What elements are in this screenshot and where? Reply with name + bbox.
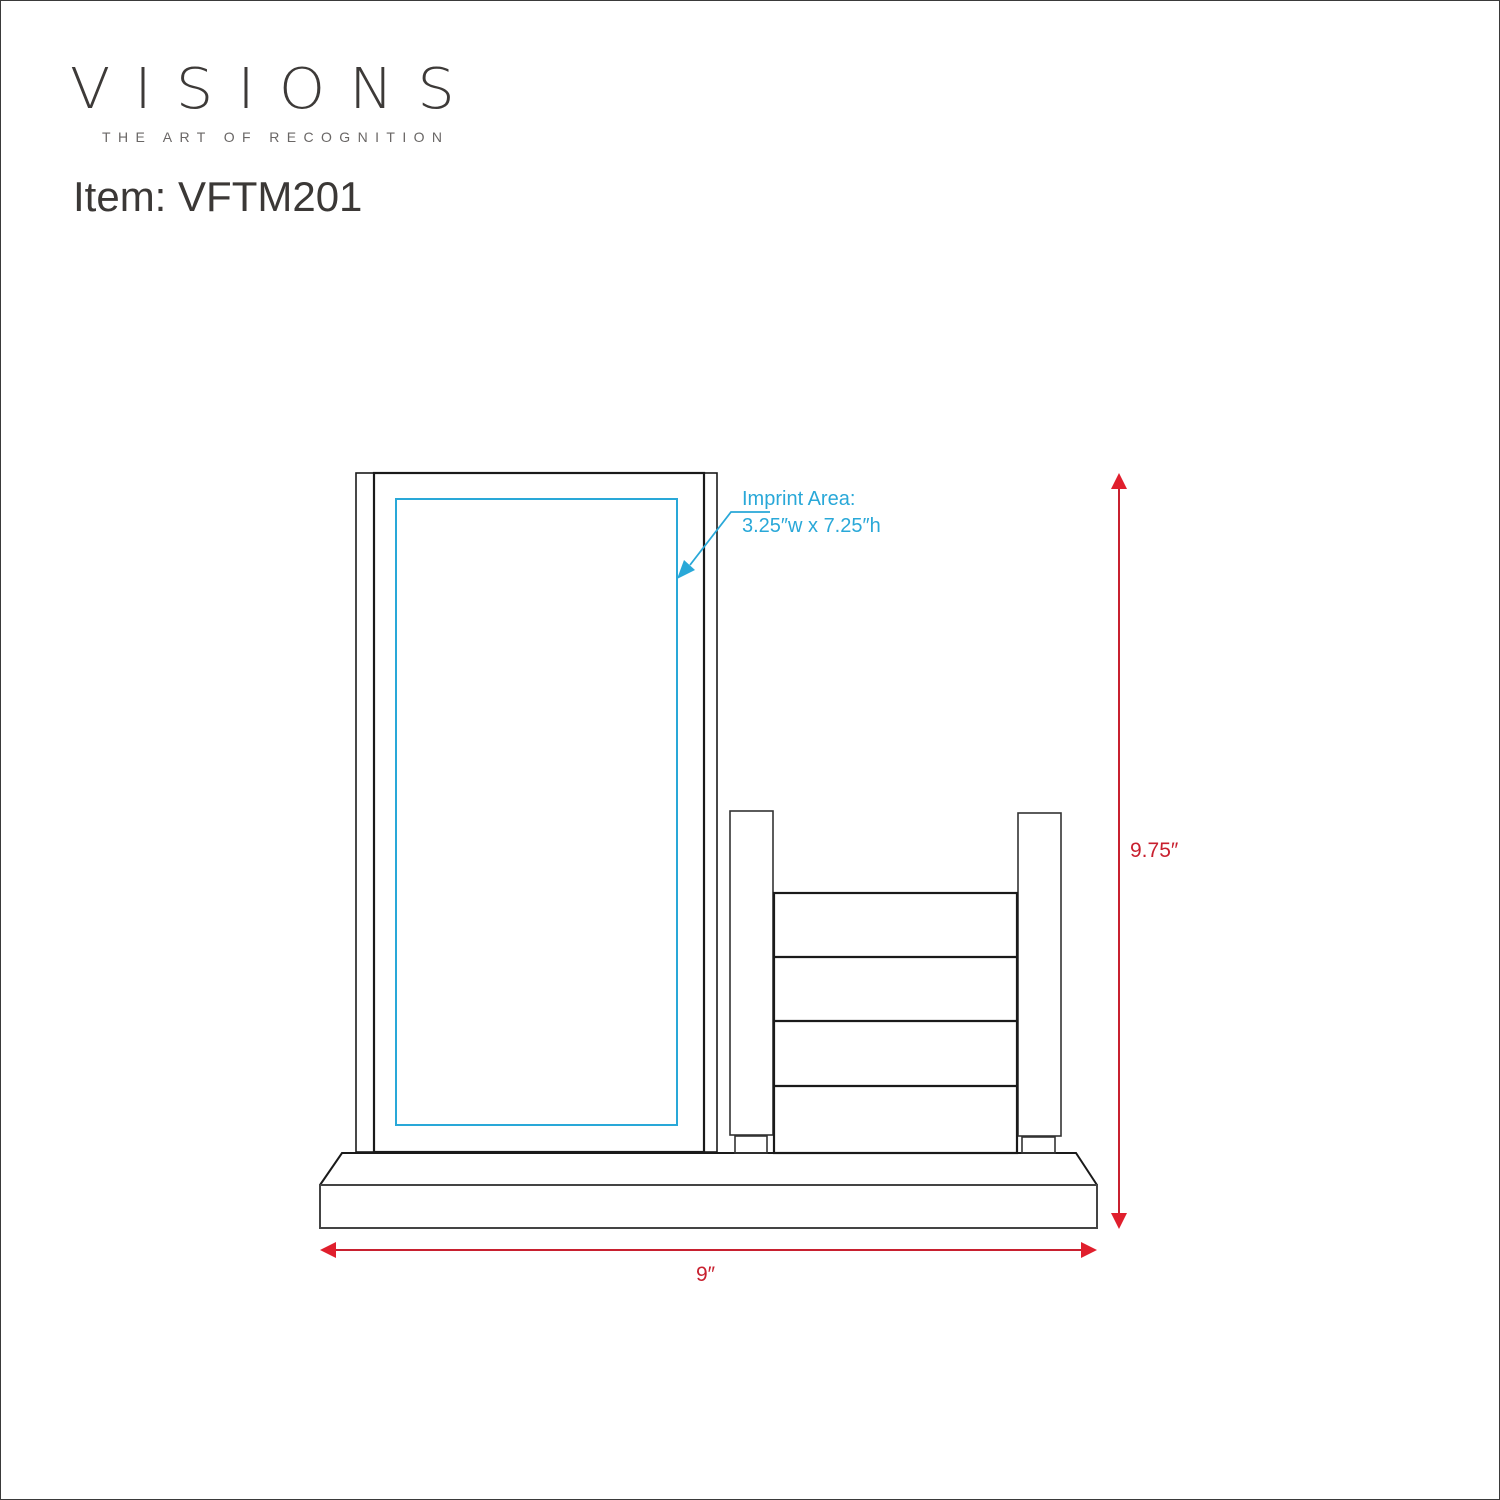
brand-logo: VISIONS — [70, 57, 479, 122]
arrow-up-icon — [1111, 473, 1127, 489]
card-stack — [772, 891, 1019, 1155]
imprint-area-label: Imprint Area: 3.25″w x 7.25″h — [742, 486, 881, 540]
frame — [355, 471, 718, 1154]
brand-tagline: THE ART OF RECOGNITION — [102, 129, 450, 145]
arrow-right-icon — [1081, 1242, 1097, 1258]
imprint-area — [395, 498, 770, 1126]
base — [319, 1152, 1098, 1229]
height-dimension-label: 9.75″ — [1130, 839, 1179, 862]
item-title: Item: VFTM201 — [73, 173, 363, 220]
imprint-area-size: 3.25″w x 7.25″h — [742, 515, 881, 537]
width-dimension-label: 9″ — [696, 1263, 716, 1286]
imprint-area-title: Imprint Area: — [742, 488, 856, 510]
arrow-down-icon — [1111, 1213, 1127, 1229]
left-post — [729, 810, 774, 1154]
height-dimension-line — [1111, 473, 1127, 1229]
imprint-arrow-icon — [677, 560, 695, 579]
arrow-left-icon — [320, 1242, 336, 1258]
right-post — [1017, 812, 1062, 1154]
width-dimension-line — [320, 1242, 1097, 1258]
